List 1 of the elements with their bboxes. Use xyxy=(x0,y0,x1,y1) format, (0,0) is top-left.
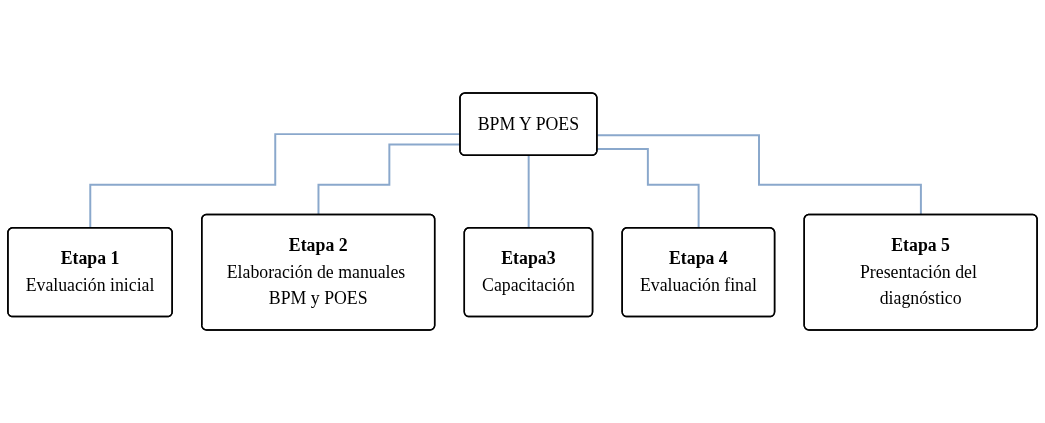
connector xyxy=(596,134,923,216)
